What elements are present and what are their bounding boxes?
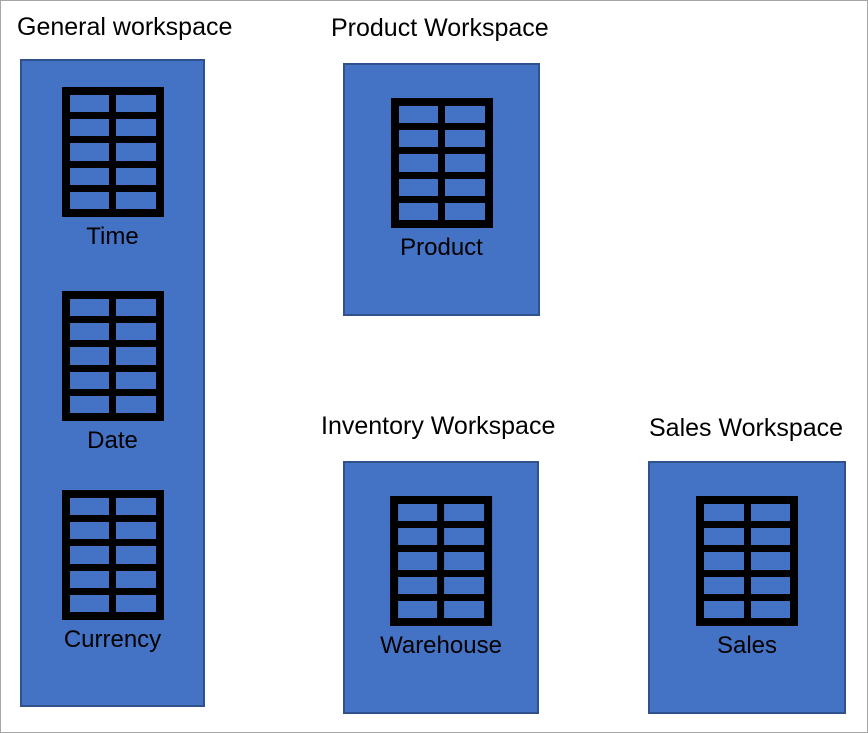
workspace-box-product: Product — [343, 63, 540, 316]
table-icon — [696, 496, 798, 626]
table-icon — [390, 496, 492, 626]
workspace-box-sales: Sales — [648, 461, 846, 714]
table-label: Time — [86, 223, 139, 250]
workspace-title-general: General workspace — [17, 13, 233, 41]
table-label: Product — [400, 234, 483, 261]
workspace-title-sales: Sales Workspace — [649, 414, 844, 442]
workspace-title-product: Product Workspace — [331, 14, 549, 42]
table-group-sales: Sales — [696, 496, 798, 660]
table-group-time: Time — [61, 87, 164, 251]
table-group-currency: Currency — [61, 490, 164, 654]
table-group-date: Date — [61, 291, 164, 455]
table-icon — [61, 87, 164, 217]
table-group-product: Product — [390, 98, 493, 262]
workspace-box-inventory: Warehouse — [343, 461, 539, 714]
table-icon — [61, 490, 164, 620]
table-label: Sales — [716, 632, 778, 659]
workspace-box-general: Time Date Currency — [20, 59, 205, 707]
table-icon — [61, 291, 164, 421]
table-label: Date — [87, 427, 138, 454]
table-icon — [390, 98, 493, 228]
table-label: Warehouse — [380, 632, 502, 659]
workspace-title-inventory: Inventory Workspace — [321, 412, 556, 440]
table-group-warehouse: Warehouse — [380, 496, 502, 660]
table-label: Currency — [63, 626, 162, 653]
